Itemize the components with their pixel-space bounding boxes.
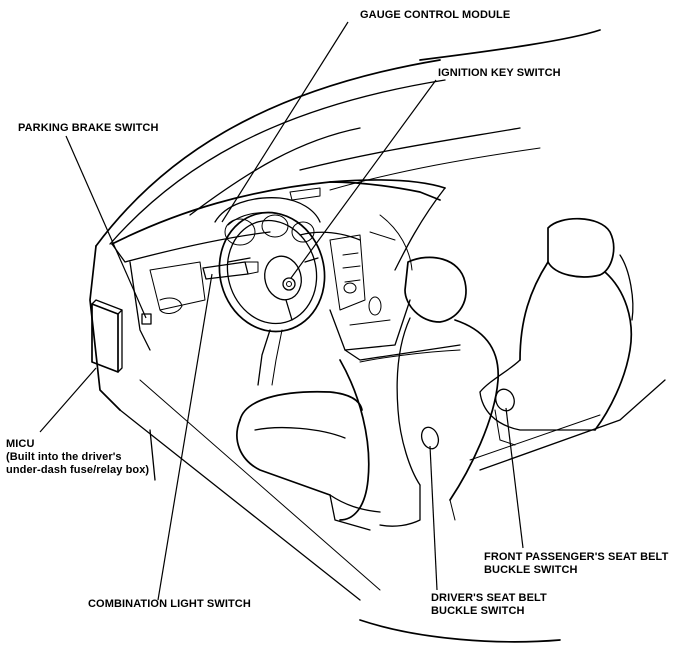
passenger-seat [479,217,634,446]
steering-wheel [218,211,326,386]
label-gauge-control-module: GAUGE CONTROL MODULE [360,9,511,21]
dashboard [111,179,446,351]
label-passenger-belt-line1: FRONT PASSENGER'S SEAT BELT [484,551,669,563]
label-combination-light-switch: COMBINATION LIGHT SWITCH [88,598,251,610]
label-micu-line2: (Built into the driver's [6,451,122,463]
micu-box [91,299,123,373]
gauge-cluster [214,197,321,246]
driver-seat [236,256,499,531]
label-ignition-key-switch: IGNITION KEY SWITCH [438,67,561,79]
label-drivers-belt-line1: DRIVER'S SEAT BELT [431,592,547,604]
label-drivers-seat-belt-buckle-switch: DRIVER'S SEAT BELT BUCKLE SWITCH [431,592,547,618]
label-micu-line1: MICU [6,438,35,450]
leader-lines [39,21,524,601]
label-drivers-belt-line2: BUCKLE SWITCH [431,605,525,617]
parking-brake-switch-part [141,313,152,325]
label-front-passengers-seat-belt-buckle-switch: FRONT PASSENGER'S SEAT BELT BUCKLE SWITC… [484,551,668,577]
combination-light-switch-stalk [202,261,259,280]
label-micu: MICU (Built into the driver's under-dash… [6,438,149,477]
ignition-key [282,277,296,291]
center-console [329,296,461,361]
label-micu-line3: under-dash fuse/relay box) [6,464,150,476]
label-passenger-belt-line2: BUCKLE SWITCH [484,564,578,576]
label-parking-brake-switch: PARKING BRAKE SWITCH [18,122,159,134]
